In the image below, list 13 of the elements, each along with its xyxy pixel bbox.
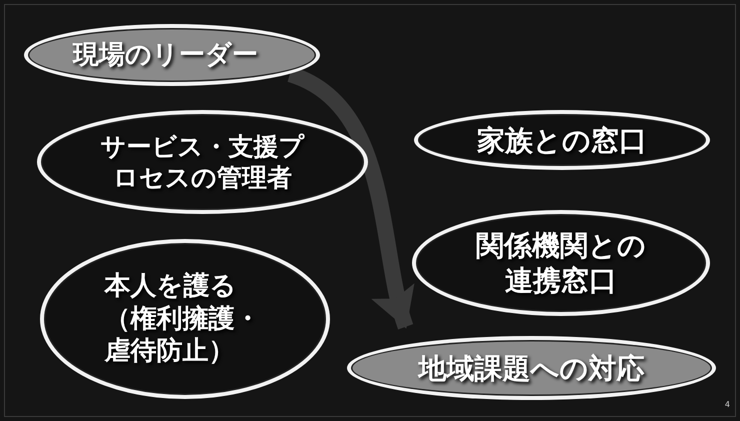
ellipse-node <box>35 108 370 216</box>
ellipse-node <box>22 22 322 88</box>
node-label: 関係機関との連携窓口 <box>475 228 647 298</box>
node-label: 本人を護る（権利擁護・虐待防止） <box>104 270 262 368</box>
ellipse-node <box>410 208 712 318</box>
node-label: サービス・支援プロセスの管理者 <box>100 130 306 194</box>
ellipse-node <box>38 237 332 401</box>
node-label: 地域課題への対応 <box>416 350 646 386</box>
node-label: 家族との窓口 <box>476 122 648 158</box>
ellipse-node <box>412 108 712 172</box>
ellipse-node <box>345 334 718 402</box>
page-number: 4 <box>724 399 730 411</box>
node-label: 現場のリーダー <box>73 38 260 72</box>
